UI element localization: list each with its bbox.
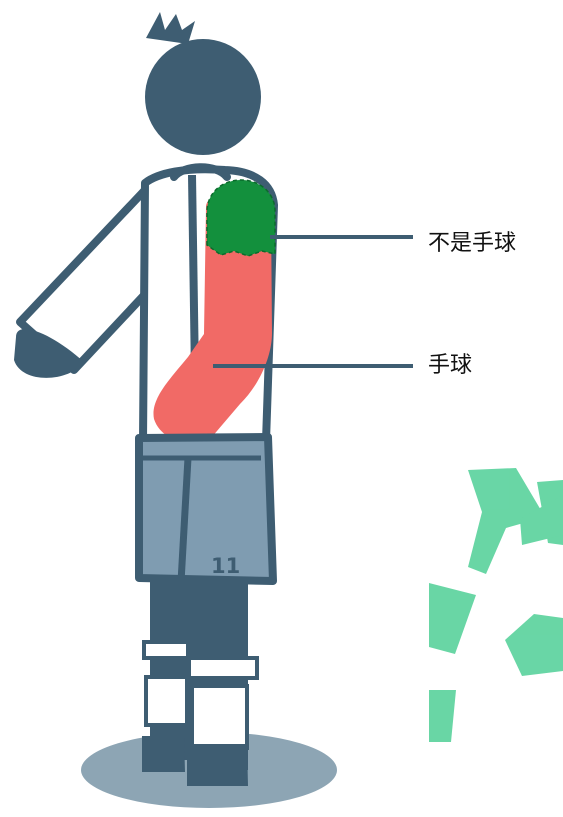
watermark [429,468,563,742]
handball-zone [153,193,272,444]
label-handball: 手球 [428,353,473,378]
player-shorts [135,433,277,585]
player-legs [142,580,259,770]
jersey-number: 11 [211,554,240,578]
not-handball-zone [206,179,276,257]
player-shoes [142,736,248,786]
player-head [145,12,261,155]
label-not-handball: 不是手球 [428,231,517,256]
